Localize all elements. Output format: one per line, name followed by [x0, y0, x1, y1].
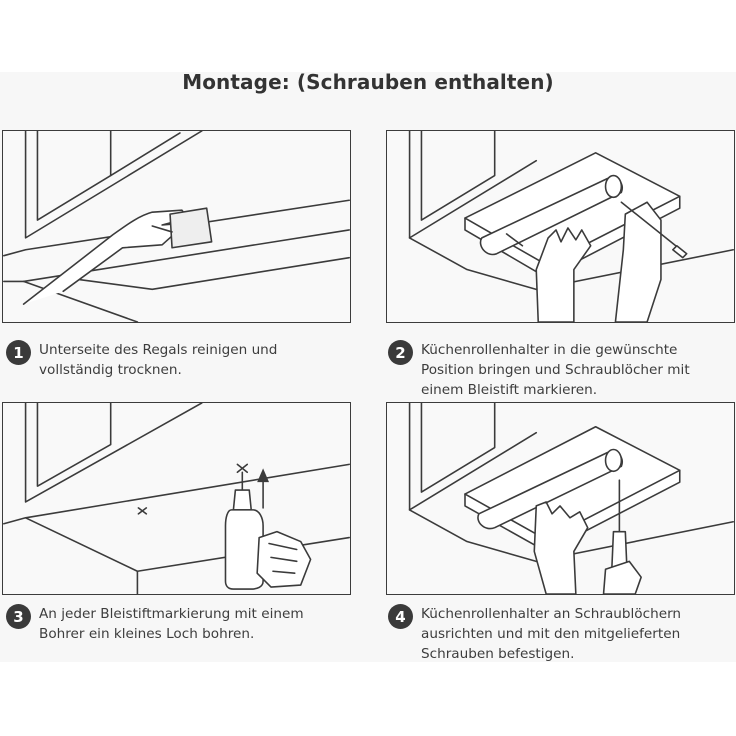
step-number-badge: 1	[6, 340, 31, 365]
step-4-illustration	[386, 402, 735, 595]
screwing-holder-illustration	[408, 403, 734, 594]
hand-wiping-shelf-illustration	[3, 131, 350, 322]
step-3-illustration	[2, 402, 351, 595]
step-1-text: Unterseite des Regals reinigen und volls…	[39, 342, 278, 378]
step-3: 3 An jeder Bleistiftmarkierung mit einem…	[6, 604, 304, 644]
step-2-text: Küchenrollenhalter in die gewünschte Pos…	[421, 342, 690, 398]
step-1-illustration	[2, 130, 351, 323]
step-2: 2 Küchenrollenhalter in die gewünschte P…	[388, 340, 690, 400]
step-number-badge: 2	[388, 340, 413, 365]
step-1: 1 Unterseite des Regals reinigen und vol…	[6, 340, 277, 380]
step-4: 4 Küchenrollenhalter an Schraublöchern a…	[388, 604, 681, 664]
step-number-badge: 4	[388, 604, 413, 629]
page-title: Montage: (Schrauben enthalten)	[182, 70, 554, 94]
holder-marking-illustration	[408, 131, 734, 322]
step-2-illustration	[386, 130, 735, 323]
drilling-illustration	[3, 403, 350, 594]
step-3-text: An jeder Bleistiftmarkierung mit einem B…	[39, 606, 304, 642]
step-4-text: Küchenrollenhalter an Schraublöchern aus…	[421, 606, 682, 662]
step-number-badge: 3	[6, 604, 31, 629]
